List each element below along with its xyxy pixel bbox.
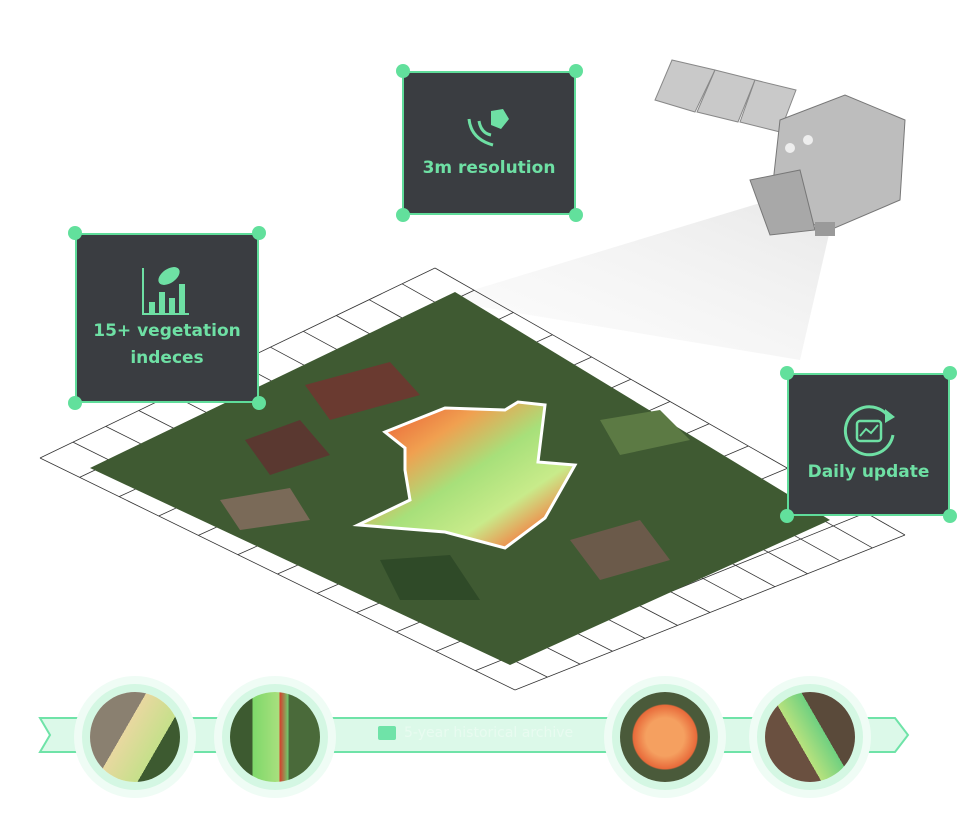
corner-handle xyxy=(396,64,410,78)
map-patch xyxy=(600,410,690,455)
corner-handle xyxy=(569,208,583,222)
archive-thumbnail-2[interactable] xyxy=(230,692,320,782)
archive-label-text: 5-year historical archive xyxy=(404,725,574,741)
archive-thumbnail-4[interactable] xyxy=(765,692,855,782)
archive-label: 5-year historical archive xyxy=(378,725,573,741)
map-patch xyxy=(380,555,480,600)
ndvi-field xyxy=(352,400,578,550)
corner-handle xyxy=(780,509,794,523)
grid-line xyxy=(39,457,516,691)
corner-handle xyxy=(396,208,410,222)
corner-handle xyxy=(569,64,583,78)
card-indices-label-1: 15+ vegetation xyxy=(93,321,241,341)
grid-line xyxy=(514,534,906,691)
leaf-chart-icon xyxy=(142,267,189,315)
archive-thumbnail-3[interactable] xyxy=(620,692,710,782)
corner-handle xyxy=(252,396,266,410)
card-indices: 15+ vegetation indeces xyxy=(75,233,259,403)
corner-handle xyxy=(780,366,794,380)
card-update-label: Daily update xyxy=(807,462,930,482)
map-patch xyxy=(245,420,330,475)
corner-handle xyxy=(252,226,266,240)
card-resolution-label: 3m resolution xyxy=(422,157,556,178)
satellite xyxy=(654,59,906,236)
map-patch xyxy=(305,362,420,420)
card-update: Daily update xyxy=(787,373,950,516)
corner-handle xyxy=(943,366,957,380)
corner-handle xyxy=(68,396,82,410)
refresh-chart-icon xyxy=(843,405,895,457)
corner-handle xyxy=(943,509,957,523)
map-patch xyxy=(570,520,670,580)
satellite-signal-icon xyxy=(467,108,509,146)
corner-handle xyxy=(68,226,82,240)
satellite-beam xyxy=(440,200,830,360)
archive-thumbnail-1[interactable] xyxy=(90,692,180,782)
map-patch xyxy=(220,488,310,530)
card-resolution: 3m resolution xyxy=(402,71,576,215)
folder-clock-icon xyxy=(378,726,396,740)
card-indices-label-2: indeces xyxy=(130,348,204,368)
